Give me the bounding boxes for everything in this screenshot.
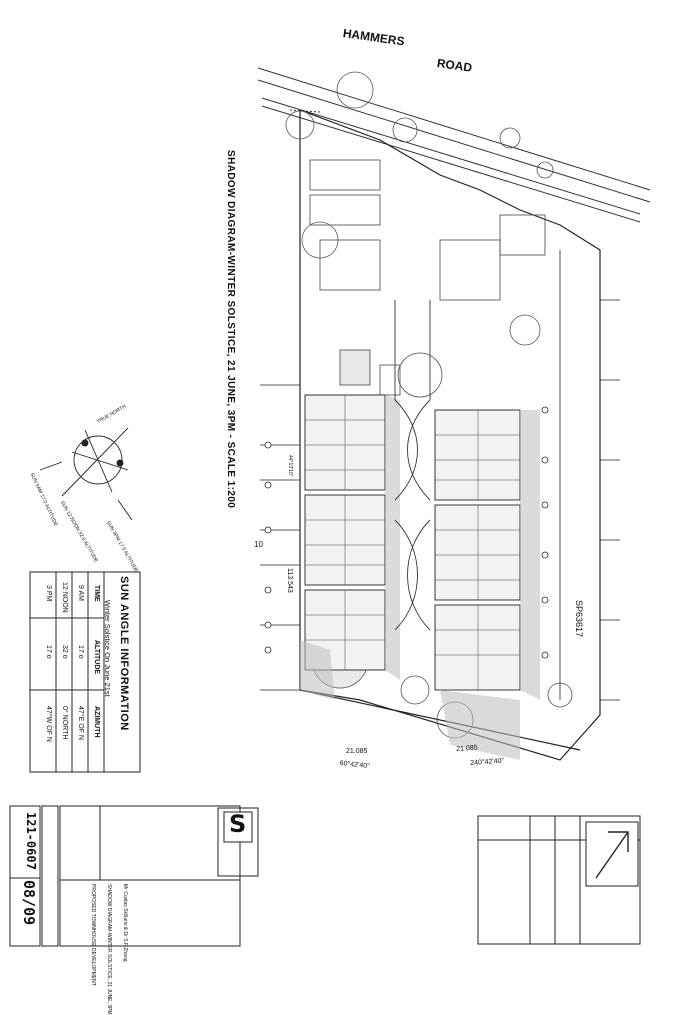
header-azimuth: AZIMUTH: [93, 706, 100, 738]
drawing-title: SHADOW DIAGRAM-WINTER SOLSTICE, 21 JUNE,…: [106, 884, 112, 1015]
hammers-road: [257, 67, 651, 223]
row2-time: 12 NOON: [61, 582, 68, 613]
sun-angle-subtitle: Winter Solstice On June 21st: [103, 600, 112, 697]
dim-21085-b: 21.085: [456, 744, 478, 753]
north-arrow-icon: [585, 821, 639, 887]
title-block-frame: [9, 805, 641, 947]
sun-angle-table: [29, 571, 141, 773]
sp-label: SP63617: [574, 600, 584, 638]
sheet-number: 08/09: [20, 880, 38, 926]
row3-time: 3 PM: [45, 585, 52, 602]
dim-113543: 113.543: [286, 568, 293, 593]
client-name: Mr Costas Skillaris & Dr S.F Zhang: [122, 884, 128, 962]
townhouse-blocks: [304, 394, 521, 691]
logo-s: [223, 811, 253, 843]
sun-compass: [39, 427, 133, 521]
diagram-title: SHADOW DIAGRAM-WINTER SOLSTICE, 21 JUNE,…: [225, 150, 236, 509]
row2-alt: 32 o: [61, 645, 68, 659]
job-number: 121-0607: [24, 812, 38, 870]
site-boundary: [299, 109, 601, 761]
site-plan-drawing: [9, 67, 651, 947]
dim-bearing-c: 44°13'10": [287, 455, 293, 477]
sun-angle-title: SUN ANGLE INFORMATION: [118, 576, 130, 731]
dim-10: 10: [254, 540, 263, 549]
row1-time: 9 AM: [77, 585, 84, 601]
dim-21085-a: 21.085: [346, 748, 368, 755]
header-altitude: ALTITUDE: [93, 640, 100, 675]
row1-az: 47°E OF N: [77, 706, 84, 740]
header-time: TIME: [93, 585, 100, 602]
project-title: PROPOSED TOWNHOUSE DEVELOPMENT: [90, 884, 96, 986]
row3-az: 47°W OF N: [45, 706, 52, 742]
logo-letter: S: [229, 810, 247, 838]
row2-az: 0° NORTH: [61, 706, 68, 740]
row3-alt: 17 o: [45, 645, 52, 659]
driveway: [394, 300, 431, 631]
row1-alt: 17 o: [77, 645, 84, 659]
